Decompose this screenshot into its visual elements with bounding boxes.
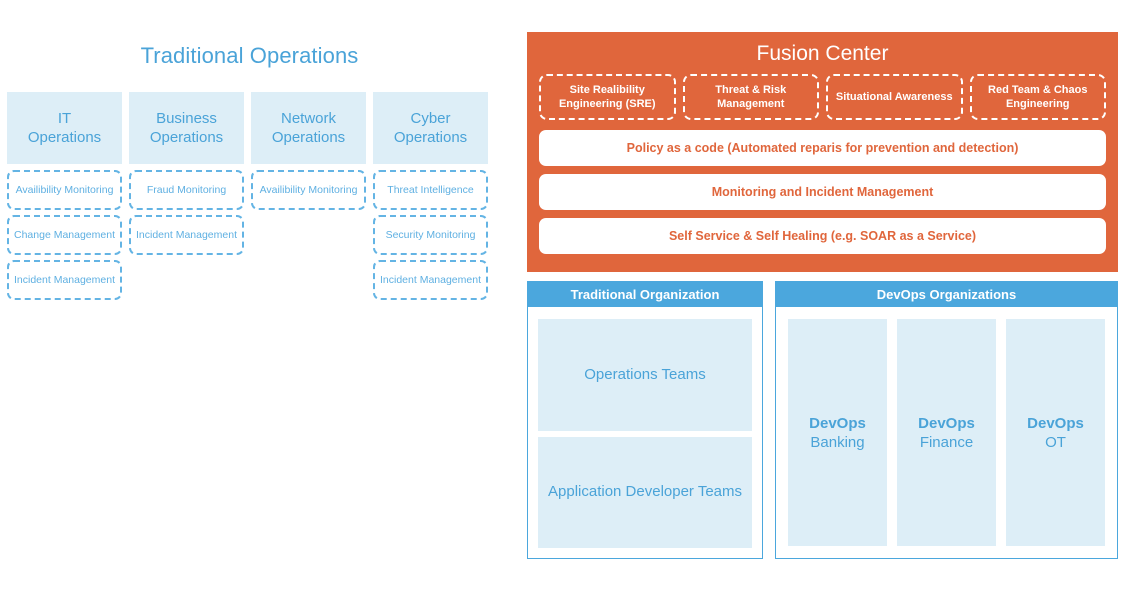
devops-label-primary: DevOps — [918, 414, 975, 432]
ops-subitem[interactable]: Availibility Monitoring — [251, 170, 366, 210]
ops-subitem[interactable]: Threat Intelligence — [373, 170, 488, 210]
ops-header-line1: Business — [156, 110, 217, 127]
devops-label-secondary: Banking — [810, 433, 865, 451]
team-box-operations[interactable]: Operations Teams — [538, 319, 752, 431]
fusion-bar-policy-as-code[interactable]: Policy as a code (Automated reparis for … — [539, 130, 1106, 166]
devops-label-secondary: Finance — [919, 433, 974, 451]
devops-box-finance[interactable]: DevOps Finance — [897, 319, 996, 546]
devops-label-primary: DevOps — [1027, 414, 1084, 432]
fusion-pillar-situational-awareness[interactable]: Situational Awareness — [826, 74, 963, 120]
traditional-operations-section: Traditional Operations IT Operations Ava… — [7, 42, 492, 300]
ops-header-line1: Network — [280, 110, 336, 127]
ops-subitems-cyber: Threat Intelligence Security Monitoring … — [373, 170, 488, 300]
ops-column-it: IT Operations Availibility Monitoring Ch… — [7, 92, 122, 300]
fusion-bar-self-service-healing[interactable]: Self Service & Self Healing (e.g. SOAR a… — [539, 218, 1106, 254]
ops-subitem[interactable]: Incident Management — [129, 215, 244, 255]
ops-subitem[interactable]: Security Monitoring — [373, 215, 488, 255]
ops-column-header-it[interactable]: IT Operations — [7, 92, 122, 164]
fusion-center-pillars: Site Realibility Engineering (SRE) Threa… — [539, 74, 1106, 120]
traditional-organization-header: Traditional Organization — [528, 282, 762, 307]
devops-organizations-panel: DevOps Organizations DevOps Banking DevO… — [775, 281, 1118, 559]
ops-column-header-business[interactable]: Business Operations — [129, 92, 244, 164]
ops-subitem[interactable]: Availibility Monitoring — [7, 170, 122, 210]
ops-header-line1: IT — [57, 110, 72, 127]
ops-subitem[interactable]: Incident Management — [373, 260, 488, 300]
traditional-operations-columns: IT Operations Availibility Monitoring Ch… — [7, 92, 492, 300]
ops-header-line2: Operations — [271, 129, 346, 146]
ops-header-line2: Operations — [149, 129, 224, 146]
ops-header-line1: Cyber — [410, 110, 451, 127]
devops-organizations-header: DevOps Organizations — [776, 282, 1117, 307]
fusion-pillar-threat-risk[interactable]: Threat & Risk Management — [682, 74, 819, 120]
devops-label-primary: DevOps — [809, 414, 866, 432]
fusion-pillar-sre[interactable]: Site Realibility Engineering (SRE) — [539, 74, 676, 120]
devops-label-secondary: OT — [1045, 433, 1066, 451]
ops-column-business: Business Operations Fraud Monitoring Inc… — [129, 92, 244, 255]
ops-subitems-it: Availibility Monitoring Change Managemen… — [7, 170, 122, 300]
ops-header-line2: Operations — [393, 129, 468, 146]
ops-subitem[interactable]: Fraud Monitoring — [129, 170, 244, 210]
ops-subitems-network: Availibility Monitoring — [251, 170, 366, 210]
fusion-center-title: Fusion Center — [756, 42, 889, 65]
traditional-organization-body: Operations Teams Application Developer T… — [528, 307, 762, 558]
devops-box-banking[interactable]: DevOps Banking — [788, 319, 887, 546]
devops-organizations-body: DevOps Banking DevOps Finance DevOps OT — [776, 307, 1117, 558]
traditional-organization-panel: Traditional Organization Operations Team… — [527, 281, 763, 559]
fusion-center-capability-bars: Policy as a code (Automated reparis for … — [539, 130, 1106, 254]
ops-subitem[interactable]: Change Management — [7, 215, 122, 255]
ops-column-network: Network Operations Availibility Monitori… — [251, 92, 366, 210]
traditional-operations-title: Traditional Operations — [140, 43, 359, 68]
ops-column-header-cyber[interactable]: Cyber Operations — [373, 92, 488, 164]
fusion-pillar-red-team-chaos[interactable]: Red Team & Chaos Engineering — [969, 74, 1106, 120]
devops-box-ot[interactable]: DevOps OT — [1006, 319, 1105, 546]
ops-subitem[interactable]: Incident Management — [7, 260, 122, 300]
fusion-bar-monitoring-incident[interactable]: Monitoring and Incident Management — [539, 174, 1106, 210]
team-box-application-developer[interactable]: Application Developer Teams — [538, 436, 752, 548]
ops-subitems-business: Fraud Monitoring Incident Management — [129, 170, 244, 255]
fusion-center-panel: Fusion Center Site Realibility Engineeri… — [527, 32, 1118, 272]
ops-column-header-network[interactable]: Network Operations — [251, 92, 366, 164]
ops-column-cyber: Cyber Operations Threat Intelligence Sec… — [373, 92, 488, 300]
ops-header-line2: Operations — [27, 129, 102, 146]
